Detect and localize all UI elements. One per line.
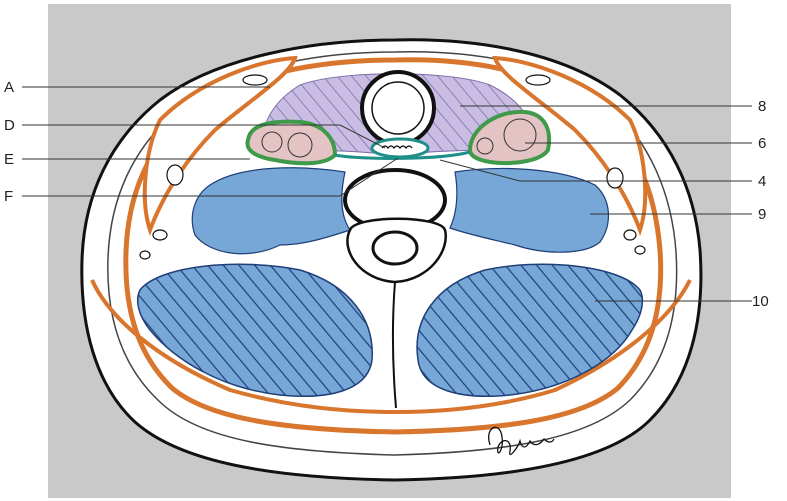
jugular-left	[262, 132, 282, 152]
label-F: F	[4, 188, 13, 205]
label-4: 4	[758, 173, 766, 190]
label-D: D	[4, 117, 15, 134]
common-carotid-left	[288, 133, 312, 157]
spinal-cord	[373, 232, 417, 264]
label-A: A	[4, 79, 14, 96]
jugular-right	[477, 138, 493, 154]
label-9: 9	[758, 206, 766, 223]
label-8: 8	[758, 98, 766, 115]
trachea-lumen	[372, 82, 424, 134]
common-carotid-right	[504, 119, 536, 151]
label-E: E	[4, 151, 14, 168]
label-10: 10	[752, 293, 769, 310]
label-6: 6	[758, 135, 766, 152]
